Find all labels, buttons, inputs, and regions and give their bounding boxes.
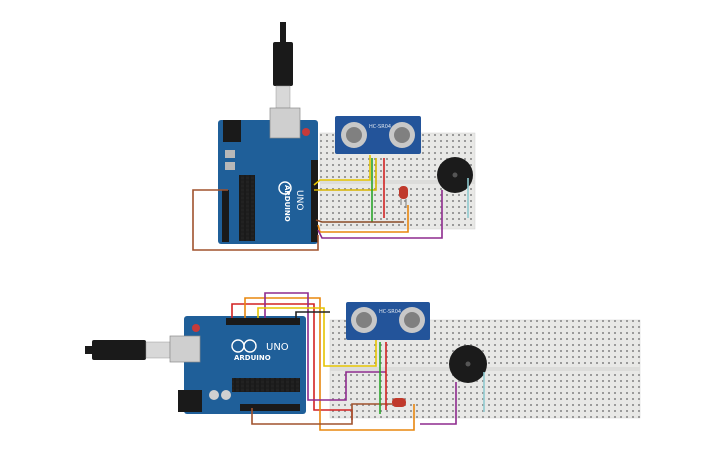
sensor-model-label: HC-SR04	[369, 124, 391, 130]
wire-brown	[251, 403, 392, 425]
piezo-buzzer[interactable]	[449, 345, 487, 383]
sensor-model-label: HC-SR04	[379, 309, 401, 315]
circuit-2: ARDUINO UNO HC-SR04	[85, 292, 641, 431]
arduino-uno-board[interactable]: ARDUINO UNO	[169, 316, 306, 414]
wire-purple	[317, 190, 443, 239]
wire-yellow-2	[314, 158, 377, 191]
wire-yellow	[257, 307, 377, 367]
board-model-label: UNO	[266, 342, 289, 353]
usb-cable[interactable]	[273, 22, 293, 109]
led-red[interactable]	[392, 398, 406, 407]
wires[interactable]	[231, 292, 485, 431]
usb-cable[interactable]	[85, 340, 171, 360]
wire-purple	[264, 292, 386, 401]
wire-dark	[295, 311, 330, 318]
wires[interactable]	[192, 155, 469, 251]
wire-brown	[192, 189, 319, 251]
wire-yellow	[313, 155, 371, 186]
arduino-uno-board[interactable]: ARDUINO UNO	[218, 107, 318, 244]
wire-brown-2	[315, 219, 404, 223]
board-model-label: UNO	[294, 190, 304, 210]
board-brand-label: ARDUINO	[283, 185, 291, 222]
board-brand-label: ARDUINO	[234, 354, 271, 362]
wire-orange	[244, 297, 415, 431]
wire-purple-2	[420, 382, 457, 425]
wire-orange	[317, 205, 409, 233]
piezo-buzzer[interactable]	[437, 157, 473, 193]
circuit-1: ARDUINO UNO HC-SR04	[192, 22, 476, 251]
led-red[interactable]	[399, 186, 408, 208]
ultrasonic-sensor[interactable]: HC-SR04	[346, 302, 430, 340]
ultrasonic-sensor[interactable]: HC-SR04	[335, 116, 421, 154]
